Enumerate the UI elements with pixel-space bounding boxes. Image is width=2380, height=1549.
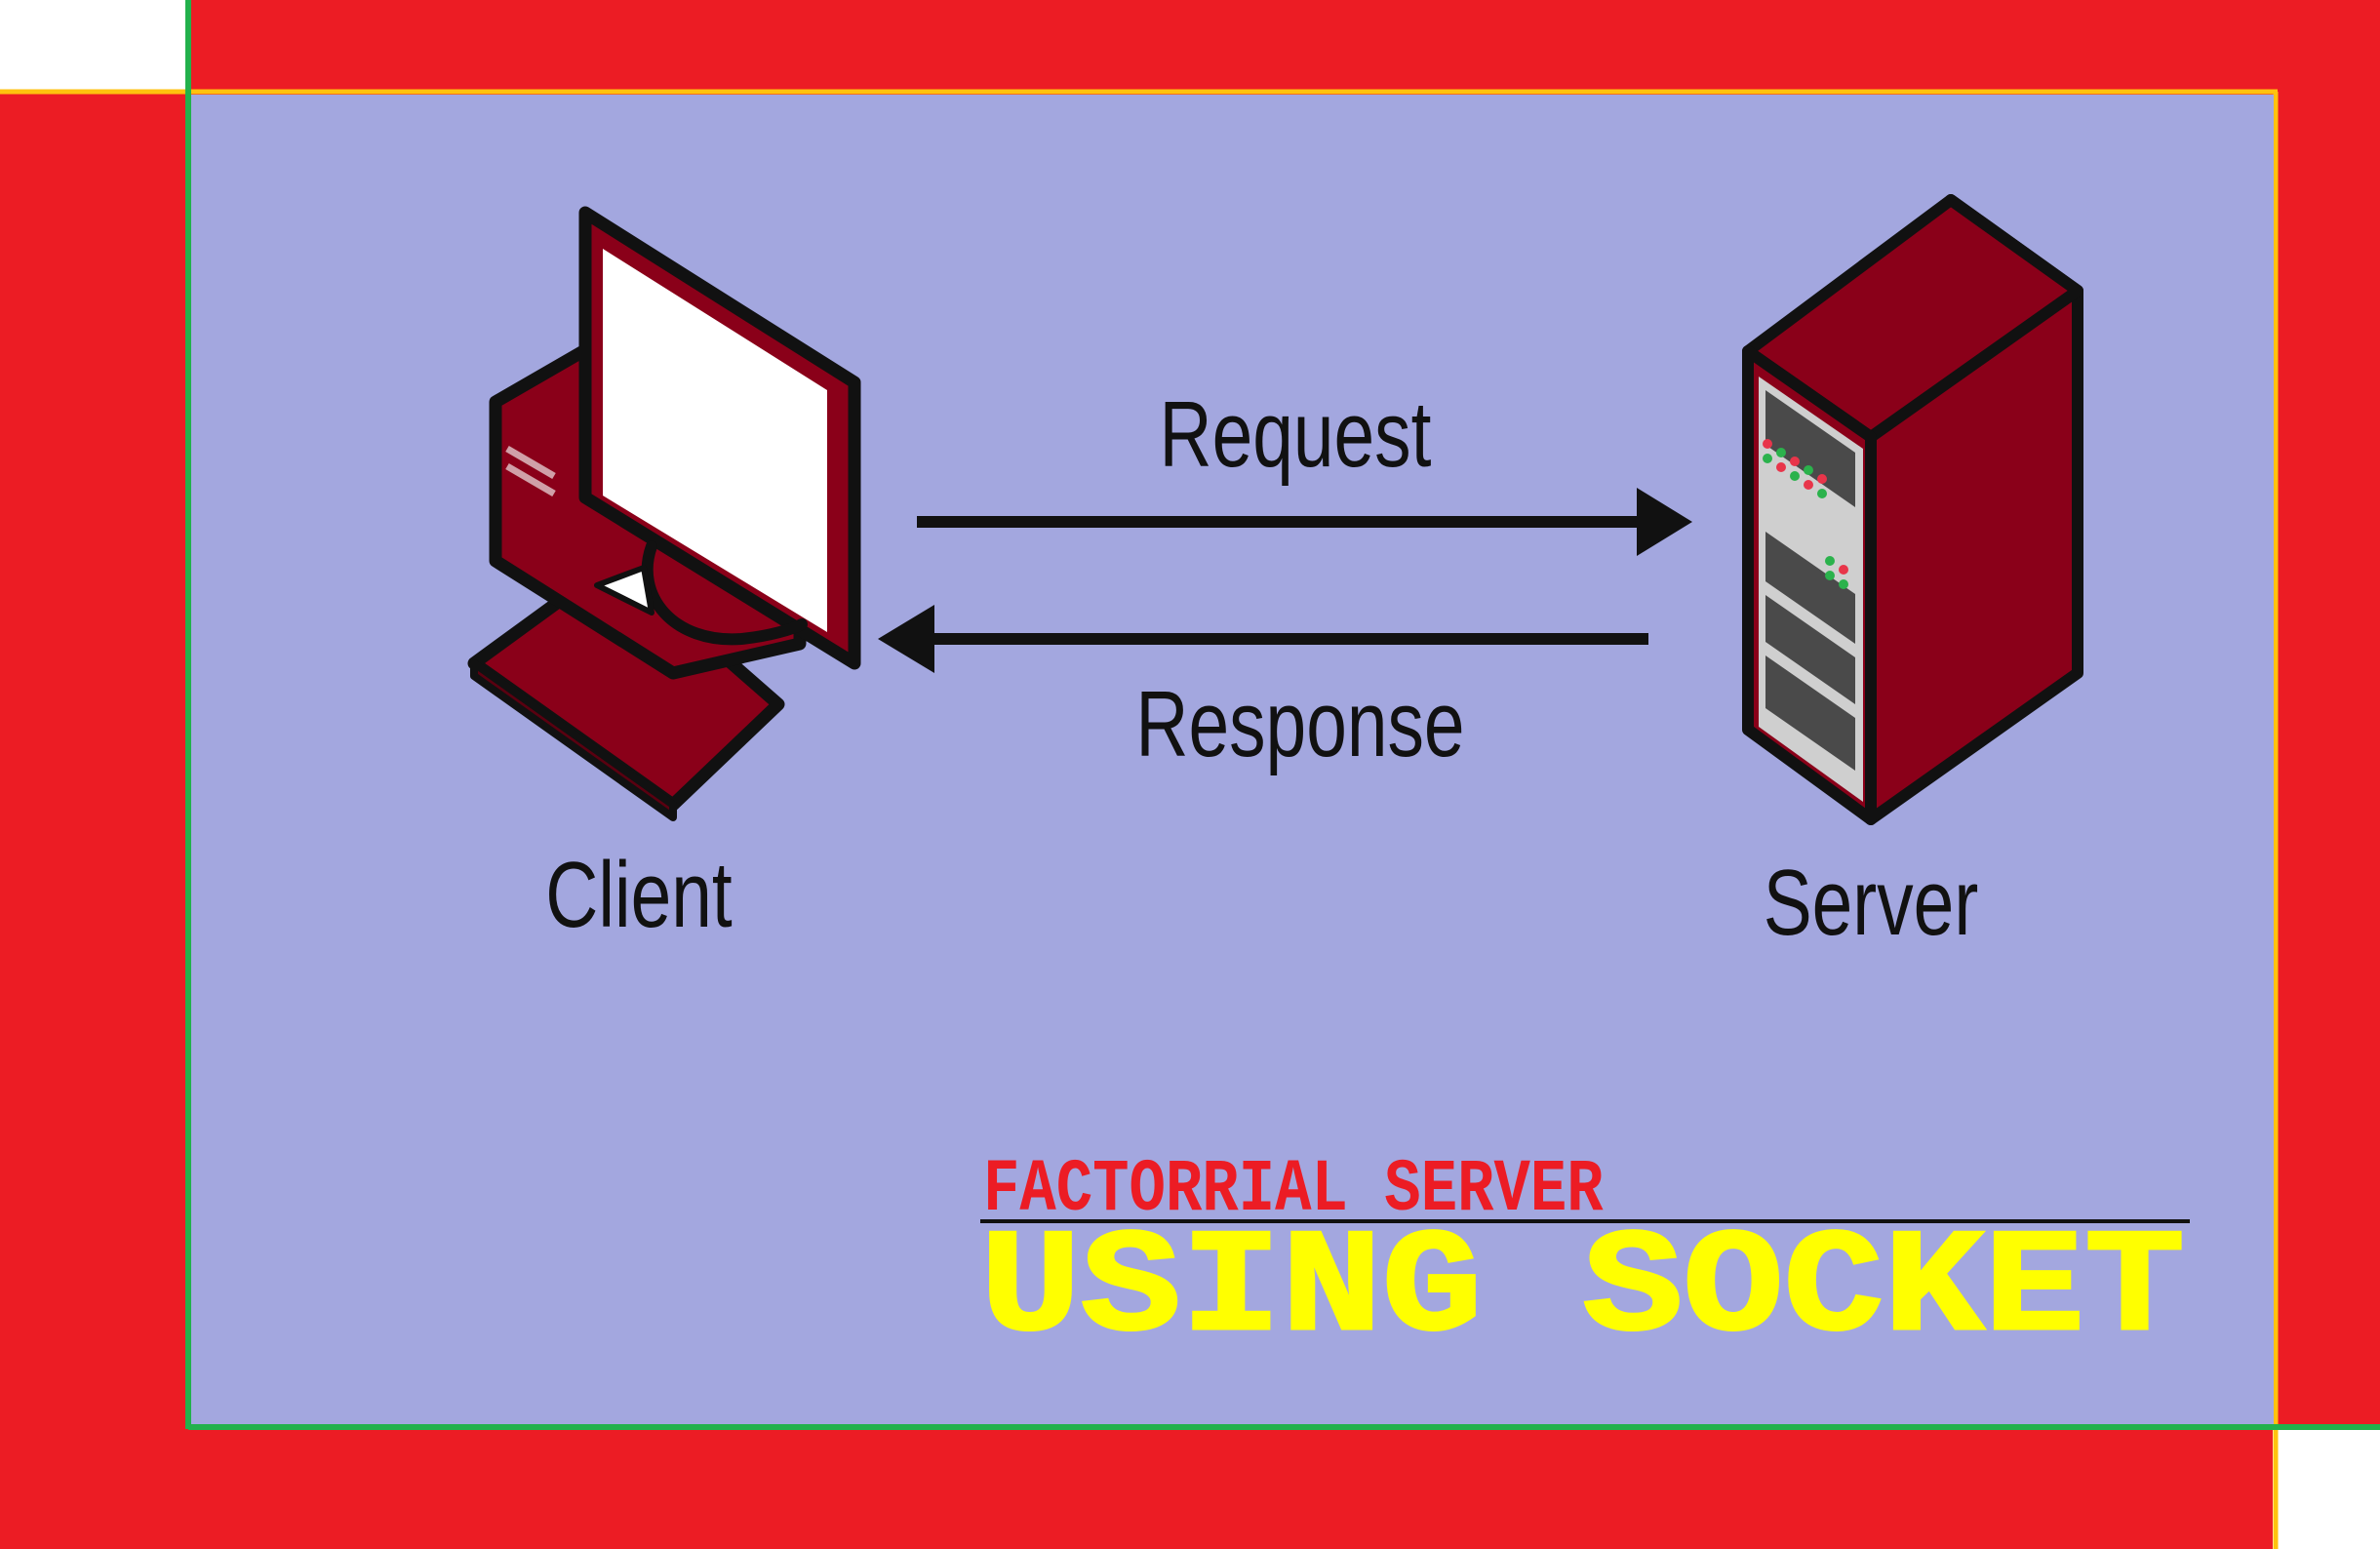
- server-rack-icon: [1742, 194, 2083, 825]
- status-light: [1817, 489, 1827, 498]
- monitor-screen: [603, 249, 827, 632]
- corner-patch-bottom-right: [2273, 1429, 2380, 1549]
- client-label: Client: [545, 843, 732, 947]
- drive-bay-2: [1765, 532, 1855, 644]
- drive-slot-1: [505, 445, 556, 480]
- response-arrow-head: [878, 605, 934, 673]
- request-arrow: [917, 488, 1692, 556]
- status-light: [1804, 465, 1813, 475]
- status-light: [1825, 556, 1835, 566]
- request-arrow-head: [1637, 488, 1692, 556]
- status-light: [1839, 565, 1848, 575]
- status-lights: [1763, 439, 1848, 589]
- caption: FACTORRIAL SERVER USING SOCKET: [979, 1148, 2190, 1375]
- caption-line-2: USING SOCKET: [980, 1208, 2185, 1373]
- status-light: [1776, 448, 1786, 457]
- drive-bay-3: [1765, 595, 1855, 704]
- keyboard-front: [470, 659, 677, 821]
- status-light: [1790, 457, 1800, 466]
- status-light: [1776, 462, 1786, 472]
- status-light: [1825, 571, 1835, 580]
- response-arrow: [878, 605, 1648, 673]
- status-light: [1763, 439, 1772, 449]
- status-light: [1804, 480, 1813, 490]
- status-light: [1817, 474, 1827, 484]
- desktop-computer-icon: [467, 206, 861, 821]
- request-label: Request: [1160, 382, 1432, 487]
- stand-highlight: [594, 565, 654, 616]
- drive-bay-4: [1765, 655, 1855, 771]
- status-light: [1839, 579, 1848, 589]
- drive-slot-2: [505, 462, 556, 497]
- response-label: Response: [1135, 672, 1464, 776]
- server-label: Server: [1764, 851, 1979, 955]
- caption-line-1: FACTORRIAL SERVER: [983, 1148, 1604, 1232]
- status-light: [1790, 471, 1800, 481]
- status-light: [1763, 454, 1772, 463]
- drive-bay-1: [1765, 390, 1855, 507]
- corner-patch-top-left: [0, 0, 187, 90]
